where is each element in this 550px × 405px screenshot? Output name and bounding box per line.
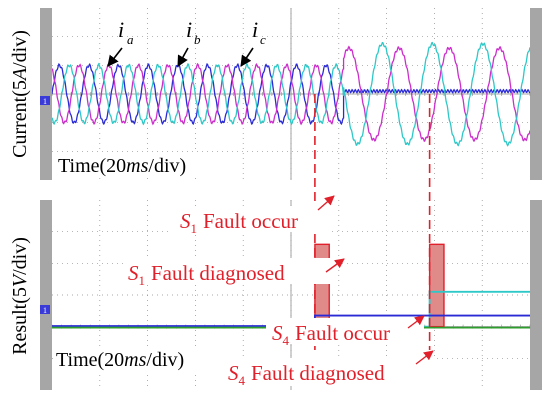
bottom-left-scope-bar xyxy=(40,200,52,390)
series-label-ic: i c xyxy=(252,17,266,47)
svg-text:i: i xyxy=(252,17,258,42)
arrow-s1-diagnosed xyxy=(325,258,345,273)
svg-text:Time(20ms/div): Time(20ms/div) xyxy=(56,349,184,371)
arrow-s4-occur xyxy=(407,315,425,329)
svg-text:Time(20ms/div): Time(20ms/div) xyxy=(58,155,186,177)
top-right-scope-bar xyxy=(530,8,542,180)
series-arrow-ia xyxy=(107,47,123,67)
top-zero-marker: 1 xyxy=(40,96,50,106)
series-arrow-ic xyxy=(240,47,254,67)
top-time-label: Time(20ms/div) xyxy=(56,152,228,178)
bottom-zero-marker: 1 xyxy=(40,305,50,315)
fault-markers xyxy=(314,243,445,328)
top-left-scope-bar xyxy=(40,8,52,180)
arrow-s4-diagnosed xyxy=(415,350,434,365)
arrow-s1-occur xyxy=(317,195,335,211)
top-ylabel: Current(5A/div) xyxy=(9,30,31,158)
fault-marker-0 xyxy=(314,243,330,328)
series-label-ib: i b xyxy=(186,17,201,47)
fault-marker-1 xyxy=(428,243,445,328)
series-line-ib xyxy=(52,45,530,143)
top-series-group xyxy=(52,41,530,147)
bottom-time-label: Time(20ms/div) xyxy=(54,346,230,372)
series-label-ia: i a xyxy=(118,17,134,47)
svg-text:a: a xyxy=(127,32,134,47)
series-line-ic xyxy=(52,41,530,147)
top-zero-marker-label: 1 xyxy=(43,97,47,106)
bottom-zero-marker-label: 1 xyxy=(43,306,47,315)
svg-text:i: i xyxy=(186,17,192,42)
svg-text:c: c xyxy=(260,32,266,47)
svg-text:i: i xyxy=(118,17,124,42)
series-arrow-ib xyxy=(177,47,189,67)
svg-text:b: b xyxy=(194,32,201,47)
bottom-right-scope-bar xyxy=(530,200,542,390)
bottom-ylabel: Result(5V/div) xyxy=(9,237,31,355)
top-panel: 1 Current(5A/div) Time(20ms/div) i a i b… xyxy=(9,8,542,180)
